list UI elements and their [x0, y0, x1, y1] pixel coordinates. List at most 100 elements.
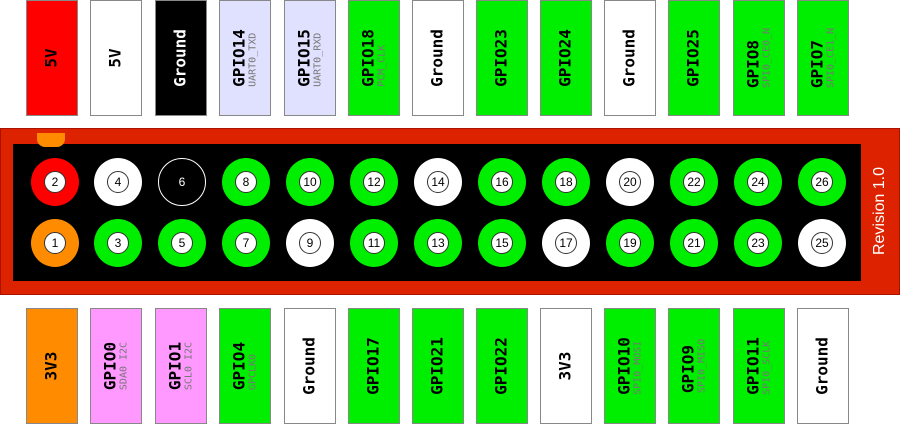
pin-function-name: GPIO4: [229, 341, 249, 391]
top-label-7: Ground: [412, 0, 464, 116]
pin-13: 13: [414, 219, 462, 267]
pin-number: 18: [555, 171, 577, 193]
pin-alt-function: SCL0 I2C: [183, 341, 195, 391]
pin-6: 6: [158, 158, 206, 206]
pin-number: 21: [683, 232, 705, 254]
pin-alt-function: SPI0_CE1_N: [825, 27, 837, 89]
pin-function-name: GPIO0: [100, 341, 120, 391]
pin-23: 23: [734, 219, 782, 267]
pin-14: 14: [414, 158, 462, 206]
pin-number: 15: [491, 232, 513, 254]
pin-alt-function: SPI0_SCLK: [761, 340, 773, 395]
pin-3: 3: [94, 219, 142, 267]
pin-alt-function: UART0_RXD: [312, 32, 324, 87]
top-label-3: Ground: [155, 0, 207, 116]
pin-alt-function: SPI0_CE0_N: [761, 27, 773, 89]
pin-25: 25: [798, 219, 846, 267]
pin-number: 6: [171, 171, 193, 193]
pin-number: 16: [491, 171, 513, 193]
pin-4: 4: [94, 158, 142, 206]
pin-21: 21: [670, 219, 718, 267]
pin-function-name: GPIO10: [614, 337, 634, 395]
pin-22: 22: [670, 158, 718, 206]
top-label-11: GPIO25: [668, 0, 720, 116]
pin-alt-function: SPI0_MOSI: [632, 340, 644, 395]
top-label-10: Ground: [604, 0, 656, 116]
pin-alt-function: UART0_TXD: [247, 32, 259, 87]
pin-number: 11: [363, 232, 385, 254]
pin-function-name: GPIO22: [491, 337, 511, 395]
pin-function-name: Ground: [170, 29, 190, 87]
pin-number: 13: [427, 232, 449, 254]
pin-number: 8: [235, 171, 257, 193]
bottom-label-9: 3V3: [540, 308, 592, 424]
pin-1: 1: [31, 219, 79, 267]
pin-function-name: GPIO17: [363, 337, 383, 395]
pin-number: 7: [235, 232, 257, 254]
pin-10: 10: [286, 158, 334, 206]
top-label-8: GPIO23: [476, 0, 528, 116]
pin-5: 5: [158, 219, 206, 267]
bottom-label-7: GPIO21: [412, 308, 464, 424]
pin-function-name: GPIO21: [427, 337, 447, 395]
pin-number: 19: [619, 232, 641, 254]
pin-alt-function: PCM_CLK: [376, 44, 388, 87]
bottom-label-8: GPIO22: [476, 308, 528, 424]
pin-function-name: 3V3: [555, 351, 575, 381]
pin-function-name: GPIO7: [807, 39, 827, 89]
pin-function-name: GPIO8: [743, 39, 763, 89]
pin-function-name: Ground: [299, 337, 319, 395]
pin-function-name: GPIO9: [678, 344, 698, 394]
bottom-label-13: Ground: [797, 308, 849, 424]
top-label-9: GPIO24: [540, 0, 592, 116]
pin1-marker: [37, 133, 65, 147]
pin-16: 16: [478, 158, 526, 206]
pin-function-name: GPIO25: [683, 29, 703, 87]
pin-alt-function: GPCLK0: [247, 353, 259, 391]
pin-19: 19: [606, 219, 654, 267]
pin-function-name: Ground: [427, 29, 447, 87]
pin-alt-function: SPI0_MISO: [696, 338, 708, 394]
pin-18: 18: [542, 158, 590, 206]
pin-alt-function: SDA0 I2C: [118, 341, 130, 391]
pin-8: 8: [222, 158, 270, 206]
pin-number: 25: [811, 232, 833, 254]
bottom-label-1: 3V3: [26, 308, 78, 424]
pin-12: 12: [350, 158, 398, 206]
pin-function-name: 3V3: [41, 351, 61, 381]
pin-number: 24: [747, 171, 769, 193]
pin-9: 9: [286, 219, 334, 267]
revision-label: Revision 1.0: [871, 166, 888, 256]
pin-number: 12: [363, 171, 385, 193]
pin-24: 24: [734, 158, 782, 206]
pin-function-name: GPIO15: [294, 29, 314, 87]
top-label-1: 5V: [26, 0, 78, 116]
pin-number: 17: [555, 232, 577, 254]
pin-15: 15: [478, 219, 526, 267]
pin-number: 20: [619, 171, 641, 193]
pin-number: 26: [811, 171, 833, 193]
pin-number: 22: [683, 171, 705, 193]
bottom-label-6: GPIO17: [348, 308, 400, 424]
pin-2: 2: [31, 158, 79, 206]
pin-function-name: GPIO23: [491, 29, 511, 87]
pin-function-name: 5V: [105, 48, 125, 68]
pin-number: 14: [427, 171, 449, 193]
pin-function-name: GPIO24: [555, 29, 575, 87]
pin-number: 4: [107, 171, 129, 193]
pin-7: 7: [222, 219, 270, 267]
pin-number: 23: [747, 232, 769, 254]
pin-11: 11: [350, 219, 398, 267]
pin-function-name: GPIO14: [229, 29, 249, 87]
pin-function-name: 5V: [41, 48, 61, 68]
